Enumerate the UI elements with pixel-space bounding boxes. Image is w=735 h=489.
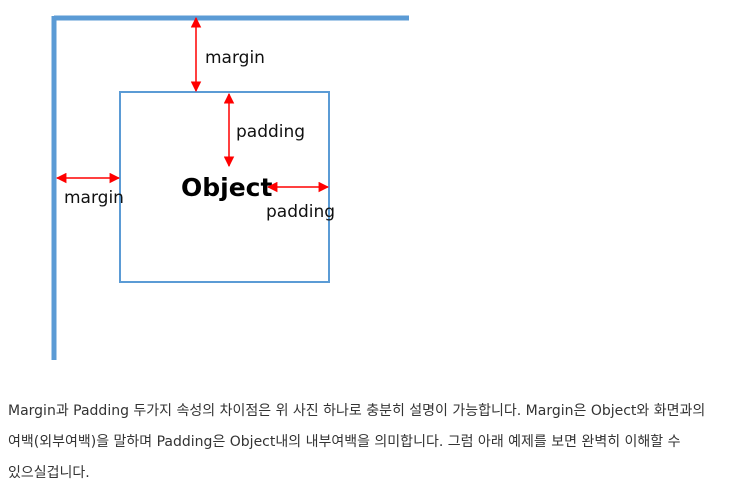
margin-left-label: margin xyxy=(64,188,124,208)
object-label: Object xyxy=(181,173,272,202)
margin-top-label: margin xyxy=(205,48,265,68)
padding-top-label: padding xyxy=(236,122,305,142)
padding-right-label: padding xyxy=(266,202,335,222)
caption-paragraph: Margin과 Padding 두가지 속성의 차이점은 위 사진 하나로 충분… xyxy=(8,403,706,481)
margin-padding-diagram: margin margin padding Object padding xyxy=(51,15,409,360)
